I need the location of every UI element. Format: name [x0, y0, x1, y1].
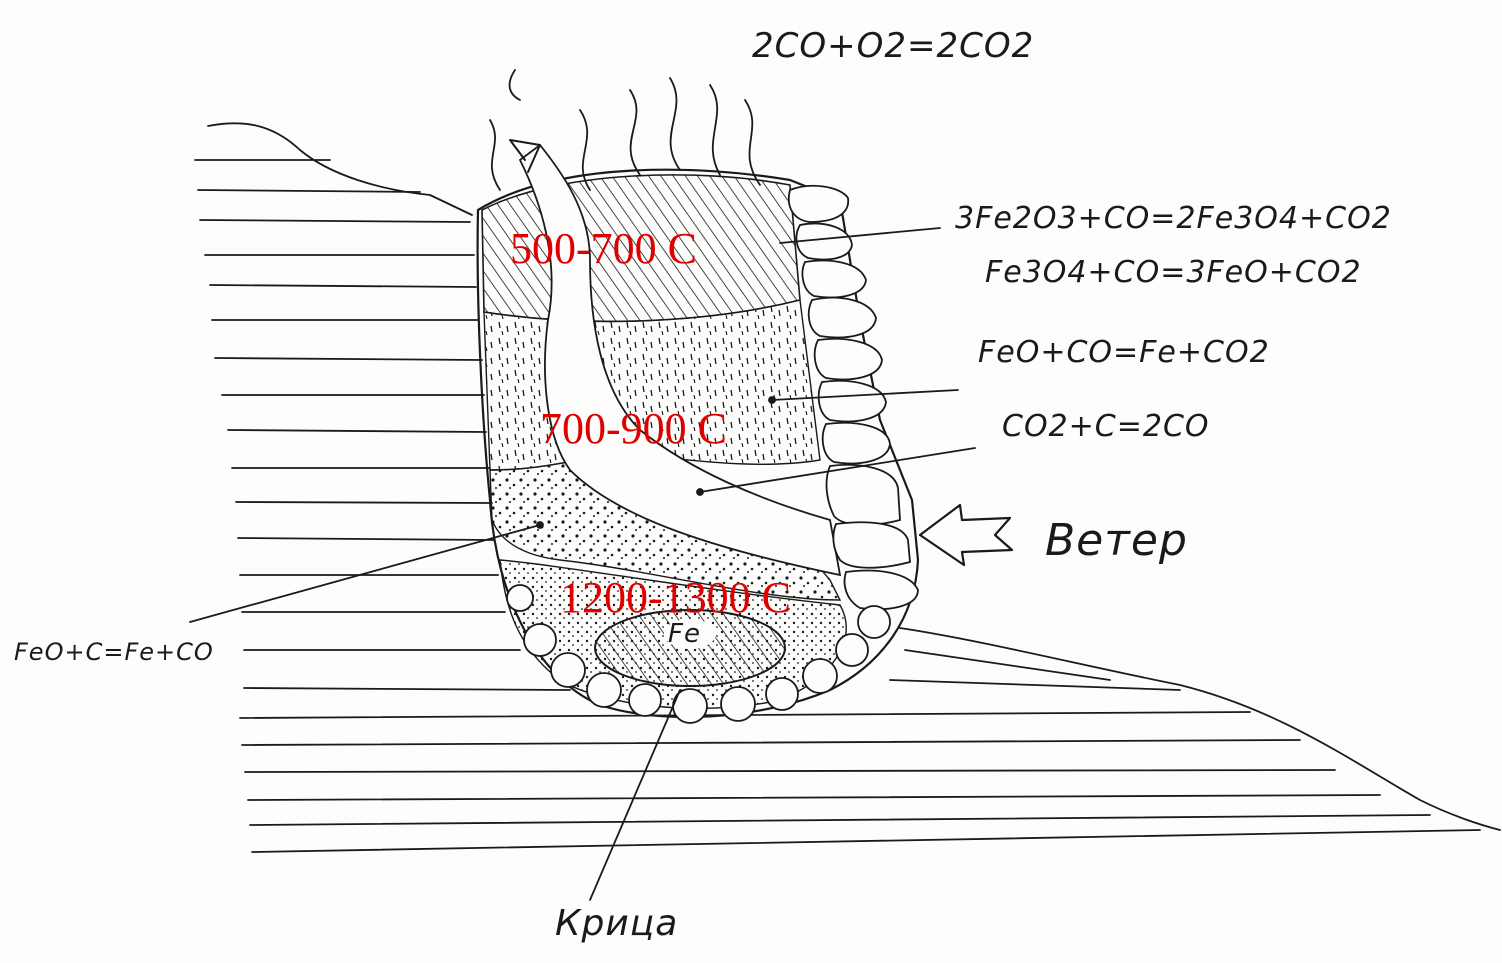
equation-lower-left: FeO+C=Fe+CO: [14, 638, 214, 666]
equation-middle: FeO+CO=Fe+CO2: [978, 335, 1270, 370]
equation-upper-1: 3Fe2O3+CO=2Fe3O4+CO2: [955, 201, 1392, 236]
wind-arrow: [920, 505, 1012, 565]
temperature-upper: 500-700 C: [510, 224, 697, 273]
temperature-middle: 700-900 C: [540, 404, 727, 453]
bloom-label: Крица: [555, 903, 678, 944]
equation-boudouard: CO2+C=2CO: [1002, 409, 1210, 444]
equation-upper-2: Fe3O4+CO=3FeO+CO2: [985, 255, 1362, 290]
temperature-lower: 1200-1300 C: [560, 573, 791, 622]
iron-label: Fe: [668, 619, 701, 649]
wind-label: Ветер: [1045, 515, 1188, 566]
equation-top: 2CO+O2=2CO2: [752, 26, 1034, 66]
